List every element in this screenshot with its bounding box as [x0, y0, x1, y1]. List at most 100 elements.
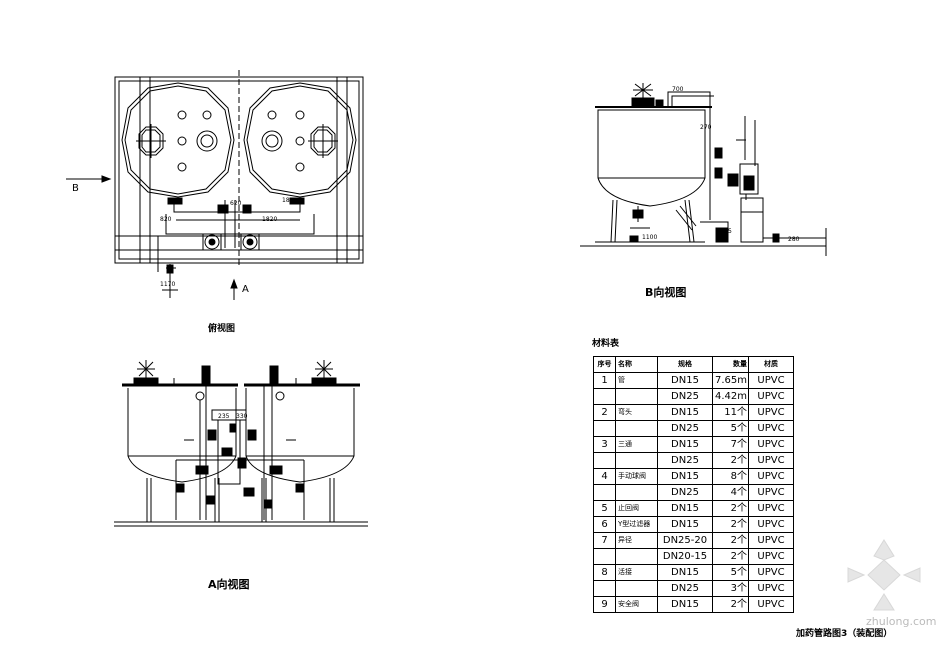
table-cell-spec: DN15 — [657, 596, 713, 613]
table-cell-qty: 2个 — [711, 516, 750, 533]
watermark-text: zhulong.com — [866, 615, 937, 628]
dim-label: 1170 — [160, 281, 176, 288]
table-cell-mat: UPVC — [748, 580, 795, 597]
table-cell-mat: UPVC — [748, 596, 795, 613]
table-cell-name: 手动球阀 — [615, 468, 658, 485]
table-cell-no: 5 — [593, 500, 616, 517]
table-cell-qty: 2个 — [711, 500, 750, 517]
table-cell-no: 6 — [593, 516, 616, 533]
table-cell-no — [593, 548, 616, 565]
table-cell-spec: DN15 — [657, 404, 713, 421]
table-cell-mat: UPVC — [748, 548, 795, 565]
table-cell-no: 4 — [593, 468, 616, 485]
table-cell-no — [593, 420, 616, 437]
table-cell-no: 3 — [593, 436, 616, 453]
table-header-row: 序号 名称 规格 数量 材质 — [593, 356, 795, 373]
table-cell-name: Y型过滤器 — [615, 516, 658, 533]
dim-label: 620 — [230, 200, 242, 207]
table-cell-name — [615, 548, 658, 565]
dim-label: 330 — [236, 413, 248, 420]
header-cell: 规格 — [657, 356, 713, 373]
table-cell-qty: 2个 — [711, 532, 750, 549]
table-cell-no — [593, 580, 616, 597]
table-cell-mat: UPVC — [748, 388, 795, 405]
table-cell-name: 活接 — [615, 564, 658, 581]
table-cell-qty: 3个 — [711, 580, 750, 597]
table-cell-spec: DN15 — [657, 436, 713, 453]
table-cell-spec: DN25 — [657, 484, 713, 501]
table-cell-no — [593, 484, 616, 501]
dim-label: 1820 — [262, 216, 278, 223]
table-cell-no: 2 — [593, 404, 616, 421]
header-cell: 序号 — [593, 356, 616, 373]
header-cell: 材质 — [748, 356, 795, 373]
table-cell-mat: UPVC — [748, 404, 795, 421]
dim-label: 1100 — [642, 234, 658, 241]
table-cell-spec: DN15 — [657, 564, 713, 581]
elevation-b — [580, 83, 827, 256]
table-cell-name — [615, 580, 658, 597]
table-cell-qty: 2个 — [711, 452, 750, 469]
table-cell-name — [615, 388, 658, 405]
table-cell-no — [593, 388, 616, 405]
table-cell-qty: 11个 — [711, 404, 750, 421]
table-cell-spec: DN25 — [657, 580, 713, 597]
table-cell-spec: DN25 — [657, 452, 713, 469]
table-cell-mat: UPVC — [748, 420, 795, 437]
watermark-logo — [847, 539, 921, 611]
table-cell-mat: UPVC — [748, 468, 795, 485]
table-cell-name: 止回阀 — [615, 500, 658, 517]
elevation-b-title: B向视图 — [645, 286, 687, 299]
table-cell-mat: UPVC — [748, 372, 795, 389]
table-cell-name — [615, 484, 658, 501]
table-cell-mat: UPVC — [748, 516, 795, 533]
dim-label: 1820 — [282, 197, 298, 204]
table-cell-qty: 4个 — [711, 484, 750, 501]
table-cell-spec: DN25 — [657, 420, 713, 437]
table-cell-spec: DN15 — [657, 516, 713, 533]
table-cell-qty: 5个 — [711, 420, 750, 437]
materials-title: 材料表 — [592, 339, 620, 349]
view-marker-b: B — [72, 183, 79, 194]
table-cell-qty: 7个 — [711, 436, 750, 453]
table-cell-spec: DN15 — [657, 500, 713, 517]
table-cell-spec: DN20-15 — [657, 548, 713, 565]
table-cell-name: 异径 — [615, 532, 658, 549]
view-marker-a: A — [242, 284, 249, 295]
table-cell-qty: 4.42m — [711, 388, 750, 405]
table-cell-name — [615, 420, 658, 437]
table-cell-mat: UPVC — [748, 564, 795, 581]
table-cell-spec: DN15 — [657, 372, 713, 389]
dim-label: 700 — [672, 86, 684, 93]
table-cell-no: 8 — [593, 564, 616, 581]
elevation-a-title: A向视图 — [208, 578, 250, 591]
table-cell-qty: 8个 — [711, 468, 750, 485]
table-cell-qty: 5个 — [711, 564, 750, 581]
table-cell-no: 7 — [593, 532, 616, 549]
table-cell-mat: UPVC — [748, 500, 795, 517]
table-cell-spec: DN25 — [657, 388, 713, 405]
table-cell-qty: 2个 — [711, 596, 750, 613]
plan-view — [66, 70, 364, 300]
table-cell-qty: 7.65m — [711, 372, 750, 389]
table-cell-name — [615, 452, 658, 469]
dim-label: 270 — [700, 124, 712, 131]
dim-label: 235 — [218, 413, 230, 420]
table-cell-name: 三通 — [615, 436, 658, 453]
table-cell-qty: 2个 — [711, 548, 750, 565]
table-cell-mat: UPVC — [748, 452, 795, 469]
